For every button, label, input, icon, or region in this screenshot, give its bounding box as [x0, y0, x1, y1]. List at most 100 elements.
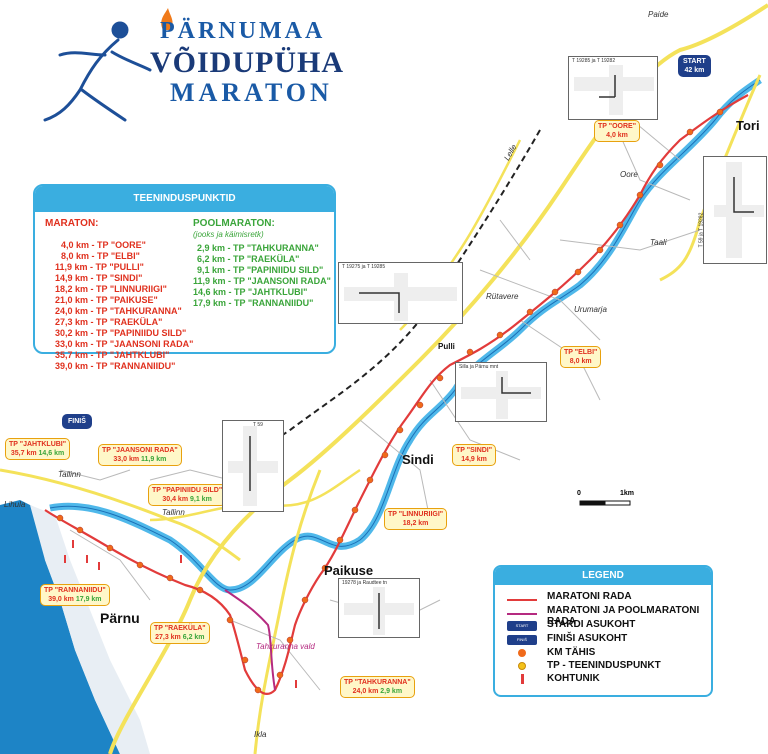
tp-box-rannaniidu: TP "RANNANIIDU" 39,0 km 17,9 km	[40, 584, 110, 606]
legend-item: KM TÄHIS	[547, 647, 596, 658]
half-subheading: (jooks ja käimisretk)	[193, 230, 264, 239]
town-parnu: Pärnu	[100, 610, 140, 626]
place-paide: Paide	[648, 10, 669, 19]
tp-half-km: 2,9 km	[380, 688, 403, 695]
tp-box-tahkuranna: TP "TAHKURANNA" 24,0 km 2,9 km	[340, 676, 415, 698]
start-marker-km: 42 km	[684, 67, 705, 74]
tp-name: TP "JAANSONI RADA"	[102, 447, 178, 454]
town-paikuse: Paikuse	[324, 563, 374, 578]
inset-title: 19278 ja Raudtee tn	[342, 580, 388, 586]
tp-name: TP "LINNURIIGI"	[388, 511, 444, 518]
inset-drawing	[714, 162, 764, 258]
tp-half-km: 17,9 km	[75, 596, 102, 603]
town-sindi: Sindi	[402, 452, 434, 467]
inset-tori-2: T 59 ja T 19282	[698, 156, 767, 264]
sea-area	[0, 500, 120, 754]
tp-half-km: 14,6 km	[38, 450, 65, 457]
tp-km: 30,4 km	[162, 496, 189, 503]
start-swatch: START	[507, 621, 537, 631]
marathon-item: 14,9 km - TP "SINDI"	[55, 273, 143, 283]
scale-zero: 0	[577, 490, 581, 497]
torch-icon	[161, 8, 173, 30]
inset-tori-1: T 19285 ja T 19282	[568, 56, 658, 120]
marathon-item: 4,0 km - TP "OORE"	[61, 240, 146, 250]
half-item: 6,2 km - TP "RAEKÜLA"	[197, 254, 300, 264]
tp-name: TP "RAEKÜLA"	[154, 625, 206, 632]
finish-marker: FINIŠ	[62, 414, 92, 429]
tp-half-km: 6,2 km	[182, 634, 205, 641]
inset-drawing	[574, 65, 654, 115]
half-item: 9,1 km - TP "PAPINIIDU SILD"	[197, 265, 324, 275]
referee-swatch	[507, 674, 537, 684]
marathon-item: 8,0 km - TP "ELBI"	[61, 251, 140, 261]
place-tallinn-1: Tallinn	[58, 470, 81, 479]
service-points-title: TEENINDUSPUNKTID	[35, 186, 334, 212]
town-pulli: Pulli	[438, 342, 455, 351]
tp-box-oore: TP "OORE" 4,0 km	[594, 120, 641, 142]
tp-half-km: 11,9 km	[141, 456, 167, 463]
referee-markers	[64, 540, 297, 688]
place-lihula: Lihula	[4, 500, 26, 509]
marathon-item: 39,0 km - TP "RANNANIIDU"	[55, 361, 176, 371]
legend-item: MARATONI RADA	[547, 591, 632, 602]
logo-line3: MARATON	[170, 78, 333, 107]
tp-km: 14,9 km	[461, 456, 487, 463]
inset-title: T 19285 ja T 19282	[572, 58, 616, 64]
half-marathon-route	[224, 589, 276, 691]
place-ikla: Ikla	[254, 730, 267, 739]
place-urumarja: Urumarja	[574, 305, 607, 314]
legend-item: STARDI ASUKOHT	[547, 619, 636, 630]
tp-box-linnuriigi: TP "LINNURIIGI" 18,2 km	[384, 508, 448, 530]
scale-one: 1km	[620, 490, 635, 497]
inset-sindi-road: T 59	[222, 420, 284, 512]
marathon-item: 11,9 km - TP "PULLI"	[55, 262, 144, 272]
inset-paikuse: 19278 ja Raudtee tn	[338, 578, 420, 638]
start-marker: START 42 km	[678, 55, 711, 77]
marathon-route	[44, 94, 749, 695]
legend-item: KOHTUNIK	[547, 673, 600, 684]
marathon-item: 24,0 km - TP "TAHKURANNA"	[55, 306, 182, 316]
tp-km: 33,0 km	[113, 456, 140, 463]
logo-line1: PÄRNUMAA	[160, 18, 326, 44]
tp-name: TP "TAHKURANNA"	[344, 679, 411, 686]
tp-km: 27,3 km	[155, 634, 181, 641]
inset-pulli: T 19275 ja T 19285	[338, 262, 463, 324]
place-rutavere: Rütavere	[486, 292, 519, 301]
inset-title: T 19275 ja T 19285	[342, 264, 386, 270]
marathon-item: 30,2 km - TP "PAPINIIDU SILD"	[55, 328, 187, 338]
runner-logo-icon	[43, 21, 152, 122]
marathon-item: 18,2 km - TP "LINNURIIGI"	[55, 284, 167, 294]
local-roads	[59, 89, 701, 691]
inset-title: Silla ja Pärnu mnt	[459, 364, 499, 370]
tp-km: 39,0 km	[48, 596, 74, 603]
tp-box-elbi: TP "ELBI" 8,0 km	[560, 346, 602, 368]
inset-drawing	[344, 273, 457, 321]
tp-name: TP "JAHTKLUBI"	[9, 441, 67, 448]
inset-title: T 59 ja T 19282	[698, 212, 705, 248]
legend-item: MARATONI JA POOLMARATONI RADA	[547, 605, 700, 627]
legend-item: FINIŠI ASUKOHT	[547, 633, 628, 644]
tp-name: TP "RANNANIIDU"	[44, 587, 106, 594]
main-road-paide	[108, 3, 768, 754]
place-taali: Taali	[650, 238, 667, 247]
tp-half-km: 9,1 km	[190, 496, 212, 503]
inset-drawing	[228, 426, 278, 506]
marathon-heading: MARATON:	[45, 218, 99, 229]
legend-box: LEGEND MARATONI RADA MARATONI JA POOLMAR…	[493, 565, 713, 697]
place-tallinn-2: Tallinn	[162, 508, 185, 517]
tp-box-jahtklubi: TP "JAHTKLUBI" 35,7 km 14,6 km	[5, 438, 71, 460]
tp-name: TP "SINDI"	[456, 447, 493, 454]
tp-box-sindi: TP "SINDI" 14,9 km	[452, 444, 497, 466]
tp-box-papiniidu: TP "PAPINIIDU SILD" 30,4 km 9,1 km	[148, 484, 227, 506]
town-tori: Tori	[736, 118, 760, 133]
half-item: 11,9 km - TP "JAANSONI RADA"	[193, 276, 331, 286]
finish-swatch: FINIŠ	[507, 635, 537, 645]
tp-km: 8,0 km	[569, 358, 592, 365]
tp-name: TP "ELBI"	[564, 349, 598, 356]
marathon-column: MARATON: 4,0 km - TP "OORE" 8,0 km - TP …	[45, 218, 193, 372]
km-marker-swatch	[507, 649, 537, 659]
tp-name: TP "OORE"	[598, 123, 637, 130]
half-item: 17,9 km - TP "RANNANIIDU"	[193, 298, 314, 308]
service-point-swatch	[507, 662, 537, 672]
